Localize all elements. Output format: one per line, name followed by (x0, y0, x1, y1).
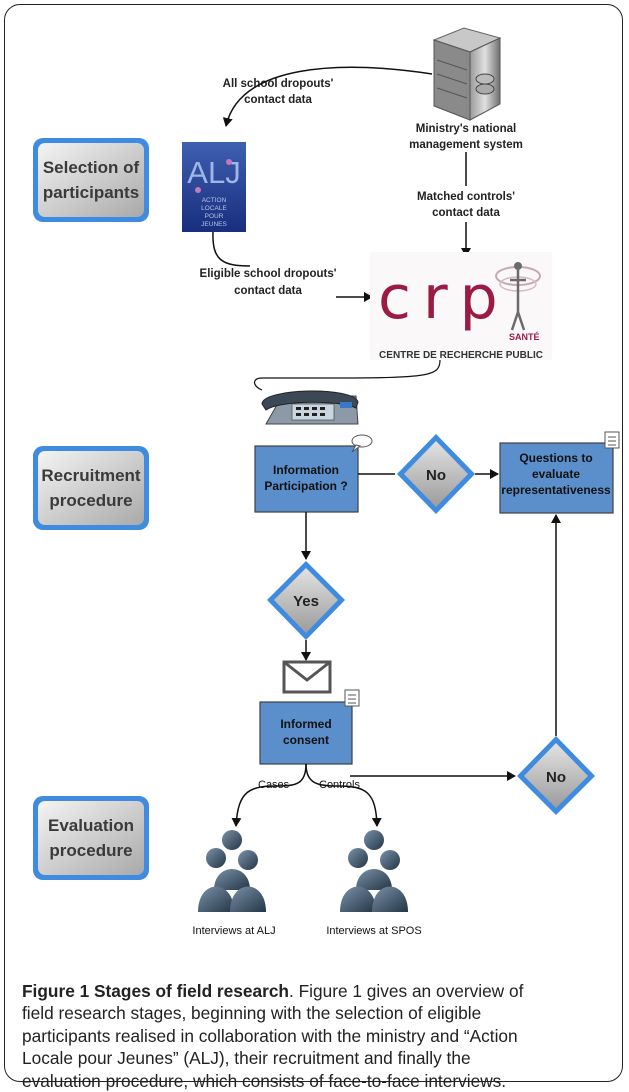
caption-line-1: Figure 1 Stages of field research. Figur… (22, 980, 618, 1002)
crp-subtitle: CENTRE DE RECHERCHE PUBLIC (379, 350, 543, 361)
edge-label-matched-controls-1: Matched controls' (417, 191, 515, 203)
alj-sub-2: LOCALE (201, 205, 227, 212)
crp-sante: SANTÉ (509, 332, 540, 342)
caption-line-4: Locale pour Jeunes” (ALJ), their recruit… (22, 1048, 471, 1069)
envelope-icon (282, 660, 332, 694)
caption-line-5: evaluation procedure, which consists of … (22, 1070, 507, 1091)
caption-text-1: . Figure 1 gives an overview of (289, 981, 524, 1001)
note-icon (604, 431, 620, 449)
decision-no-2-label: No (546, 769, 566, 786)
edge-label-eligible-dropouts-2: contact data (234, 285, 302, 297)
interviews-alj-label: Interviews at ALJ (192, 925, 275, 937)
figure-caption: Figure 1 Stages of field research. Figur… (22, 980, 618, 1092)
stage-evaluation: Evaluation procedure (33, 796, 149, 880)
alj-logo: ALJ ACTION LOCALE POUR JEUNES (182, 142, 246, 232)
note-icon (344, 689, 360, 707)
edge-label-all-dropouts-1: All school dropouts' (223, 78, 334, 90)
information-participation-box: Information Participation ? (254, 434, 373, 513)
phone-icon (261, 390, 359, 425)
alj-sub-3: POUR (205, 213, 224, 220)
line-crp-to-phone (253, 359, 441, 391)
alj-sub-4: JEUNES (201, 221, 227, 228)
alj-logo-text: ALJ (187, 155, 240, 190)
info-box-line1: Information (273, 463, 339, 477)
interviews-spos-label: Interviews at SPOS (326, 925, 421, 937)
stage-recruitment-line1: Recruitment (41, 466, 141, 485)
informed-consent-box: Informed consent (259, 689, 360, 765)
edge-label-cases: Cases (258, 779, 290, 791)
arrow-ministry-to-alj (222, 66, 433, 127)
edge-label-ministry-2: management system (409, 139, 523, 151)
arrow-consent-to-cases (231, 763, 307, 827)
decision-yes-label: Yes (293, 593, 319, 610)
crp-figure-icon (495, 262, 541, 331)
stage-selection-line2: participants (43, 183, 139, 202)
crp-logo: crp SANTÉ CENTRE DE RECHERCHE PUBLIC (370, 252, 552, 361)
questions-line1: Questions to (519, 451, 592, 465)
stage-evaluation-line1: Evaluation (48, 816, 134, 835)
server-icon (432, 27, 502, 121)
people-icon-spos (340, 830, 408, 912)
info-box-line2: Participation ? (264, 479, 347, 493)
edge-label-matched-controls-2: contact data (432, 207, 500, 219)
decision-no-2: No (517, 736, 595, 815)
stage-selection: Selection of participants (33, 138, 149, 222)
stage-recruitment-line2: procedure (49, 491, 132, 510)
people-icon-alj (198, 830, 266, 912)
consent-line1: Informed (280, 717, 331, 731)
crp-logo-text: crp (378, 263, 510, 333)
decision-no-1: No (397, 434, 475, 514)
caption-label: Figure 1 Stages of field research (22, 981, 289, 1001)
alj-sub-1: ACTION (202, 197, 227, 204)
edge-label-ministry-1: Ministry's national (416, 123, 517, 135)
stage-selection-line1: Selection of (43, 158, 140, 177)
edge-label-eligible-dropouts-1: Eligible school dropouts' (200, 268, 337, 280)
questions-line2: evaluate (532, 467, 580, 481)
line-alj-down (212, 231, 251, 267)
stage-evaluation-line2: procedure (49, 841, 132, 860)
edge-label-controls: Controls (319, 779, 360, 791)
questions-box: Questions to evaluate representativeness (499, 431, 620, 514)
caption-line-2: field research stages, beginning with th… (22, 1003, 482, 1024)
arrow-consent-to-controls (305, 763, 382, 827)
edge-label-all-dropouts-2: contact data (244, 94, 312, 106)
consent-line2: consent (283, 733, 329, 747)
questions-line3: representativeness (501, 483, 611, 497)
decision-no-1-label: No (426, 467, 446, 484)
decision-yes: Yes (267, 561, 345, 640)
stage-recruitment: Recruitment procedure (33, 446, 149, 530)
caption-line-3: participants realised in collaboration w… (22, 1025, 518, 1046)
flow-diagram: Selection of participants Recruitment pr… (33, 27, 620, 937)
